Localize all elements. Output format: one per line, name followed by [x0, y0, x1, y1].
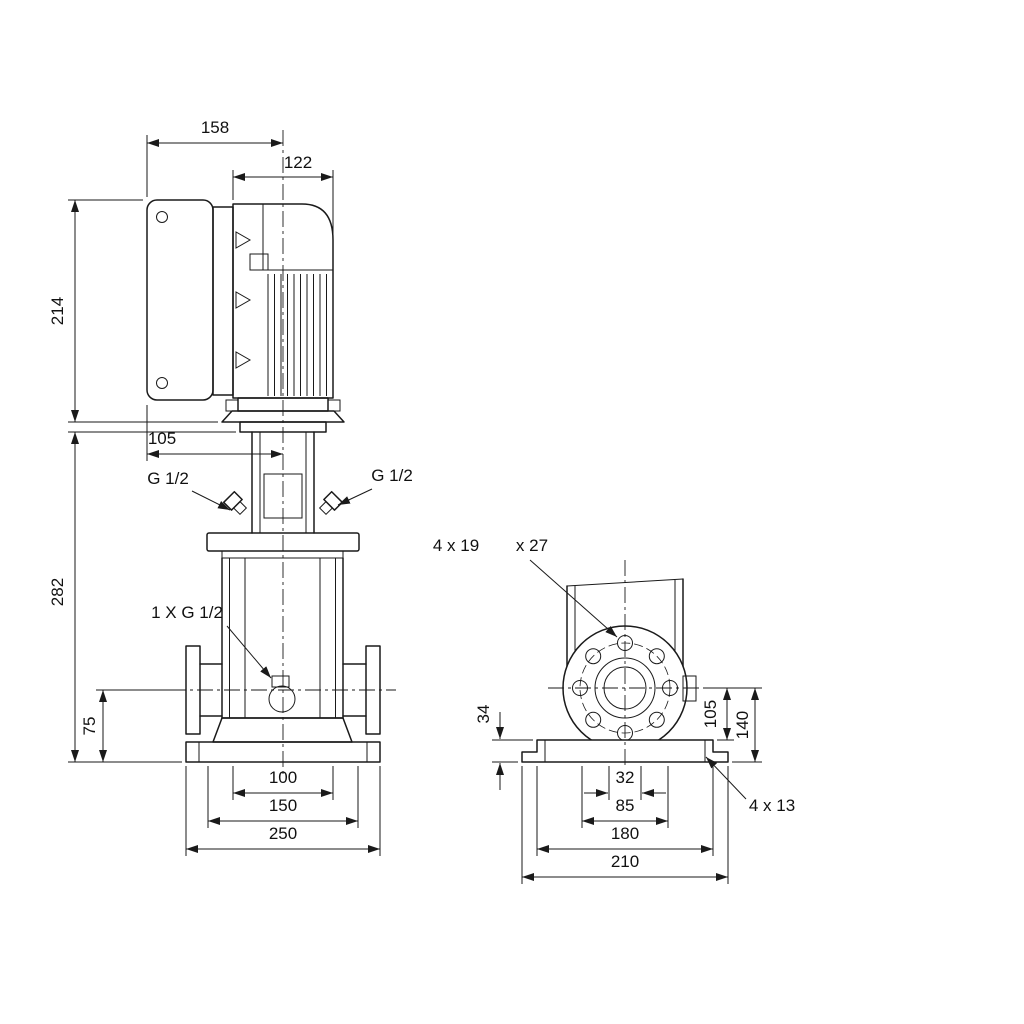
motor-adapter [212, 206, 252, 396]
base-holes-note: 4 x 13 [749, 796, 795, 815]
motor-terminal-box [249, 253, 269, 271]
dim-210-label: 210 [611, 852, 639, 871]
drain-port-leader [226, 625, 272, 679]
dim-150-label: 150 [269, 796, 297, 815]
port-plug-left [222, 490, 248, 516]
motor-body [232, 203, 334, 399]
control-box-screw-bottom [156, 377, 168, 389]
port-left-label: G 1/2 [147, 469, 189, 488]
motor-fins [267, 274, 327, 396]
dim-282-label: 282 [48, 578, 67, 606]
dim-34-label: 34 [474, 705, 493, 724]
dim-105-offset-label: 105 [148, 429, 176, 448]
flange-holes-leader [529, 559, 618, 638]
dim-100-label: 100 [269, 768, 297, 787]
dim-158-label: 158 [201, 118, 229, 137]
port-left-leader [191, 490, 231, 511]
side-dimensions: 4 x 19 x 27 34 105 140 32 85 180 [433, 536, 795, 884]
dim-32-label: 32 [616, 768, 635, 787]
chamber-stack [221, 557, 344, 719]
side-plug [682, 675, 697, 702]
port-right-leader [337, 488, 373, 506]
front-view [146, 199, 381, 763]
dim-75-label: 75 [80, 717, 99, 736]
drain-plug [271, 675, 290, 688]
side-column [566, 578, 684, 667]
control-box-screw-top [156, 211, 168, 223]
coupling-lantern [251, 431, 315, 534]
control-box [146, 199, 214, 401]
dim-180-label: 180 [611, 824, 639, 843]
front-dimensions: 158 122 214 105 282 75 G 1/2 G 1/2 1 X G… [48, 118, 413, 856]
port-plug-right [318, 490, 344, 516]
flange-holes-note-b: x 27 [516, 536, 548, 555]
base-holes-leader [705, 756, 747, 800]
dim-250-label: 250 [269, 824, 297, 843]
drain-boss [268, 685, 296, 713]
flange-holes-note-a: 4 x 19 [433, 536, 479, 555]
drain-port-label: 1 X G 1/2 [151, 603, 223, 622]
dim-214-label: 214 [48, 297, 67, 325]
port-right-label: G 1/2 [371, 466, 413, 485]
dim-105-label: 105 [701, 700, 720, 728]
dim-122-label: 122 [284, 153, 312, 172]
dim-85-label: 85 [616, 796, 635, 815]
dim-140-label: 140 [733, 711, 752, 739]
